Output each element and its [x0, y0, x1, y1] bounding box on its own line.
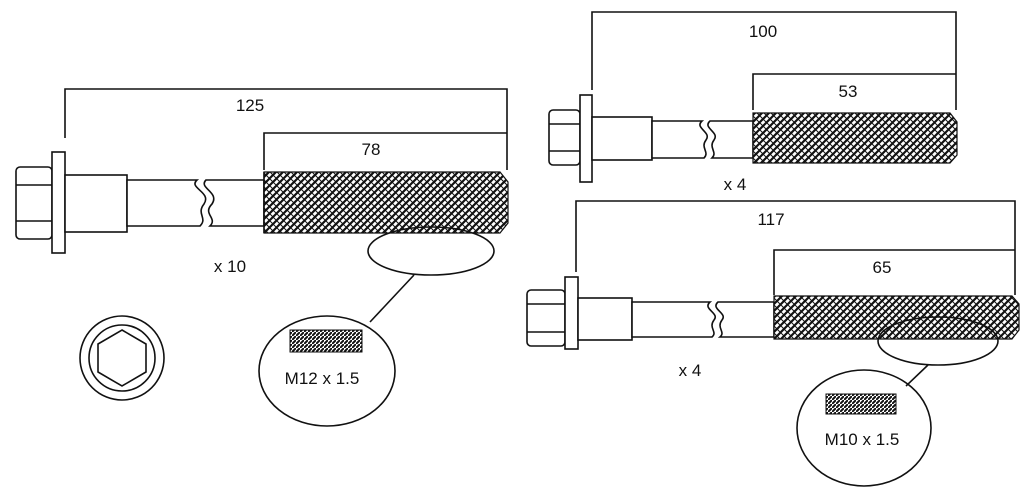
bolt-3-total-length-dimension: 117: [575, 200, 1016, 295]
bolt-1-total-length-dimension: 125: [64, 88, 508, 170]
bolt-1-total-length-label: 125: [236, 96, 264, 115]
bolt-2-quantity: x 4: [724, 175, 747, 194]
bolt-1: 125 78 x 10: [15, 88, 509, 276]
m12-thread-callout: M12 x 1.5: [258, 226, 495, 427]
bolt-3-quantity: x 4: [679, 361, 702, 380]
bolt-1-thread-length-dimension: 78: [263, 132, 507, 170]
bolt-3-thread-length-dimension: 65: [773, 249, 1015, 295]
bolt-3: 117 65 x 4: [526, 200, 1020, 380]
bolt-1-drawing: [15, 151, 509, 254]
bolt-2-thread-length-dimension: 53: [752, 73, 956, 110]
m10-thread-label: M10 x 1.5: [825, 430, 900, 449]
bolt-1-quantity: x 10: [214, 257, 246, 276]
bolt-2-total-length-dimension: 100: [591, 11, 957, 110]
bolt-3-drawing: [526, 276, 1020, 350]
bolt-2-thread-length-label: 53: [839, 82, 858, 101]
hex-socket-head-icon: [79, 315, 165, 401]
m10-thread-callout: M10 x 1.5: [796, 316, 999, 487]
bolt-2-total-length-label: 100: [749, 22, 777, 41]
bolt-3-thread-length-label: 65: [873, 258, 892, 277]
bolt-2-drawing: [548, 94, 958, 183]
m12-thread-label: M12 x 1.5: [285, 369, 360, 388]
bolt-3-total-length-label: 117: [757, 210, 784, 229]
bolt-1-thread-length-label: 78: [362, 140, 381, 159]
bolt-2: 100 53 x 4: [548, 11, 958, 194]
